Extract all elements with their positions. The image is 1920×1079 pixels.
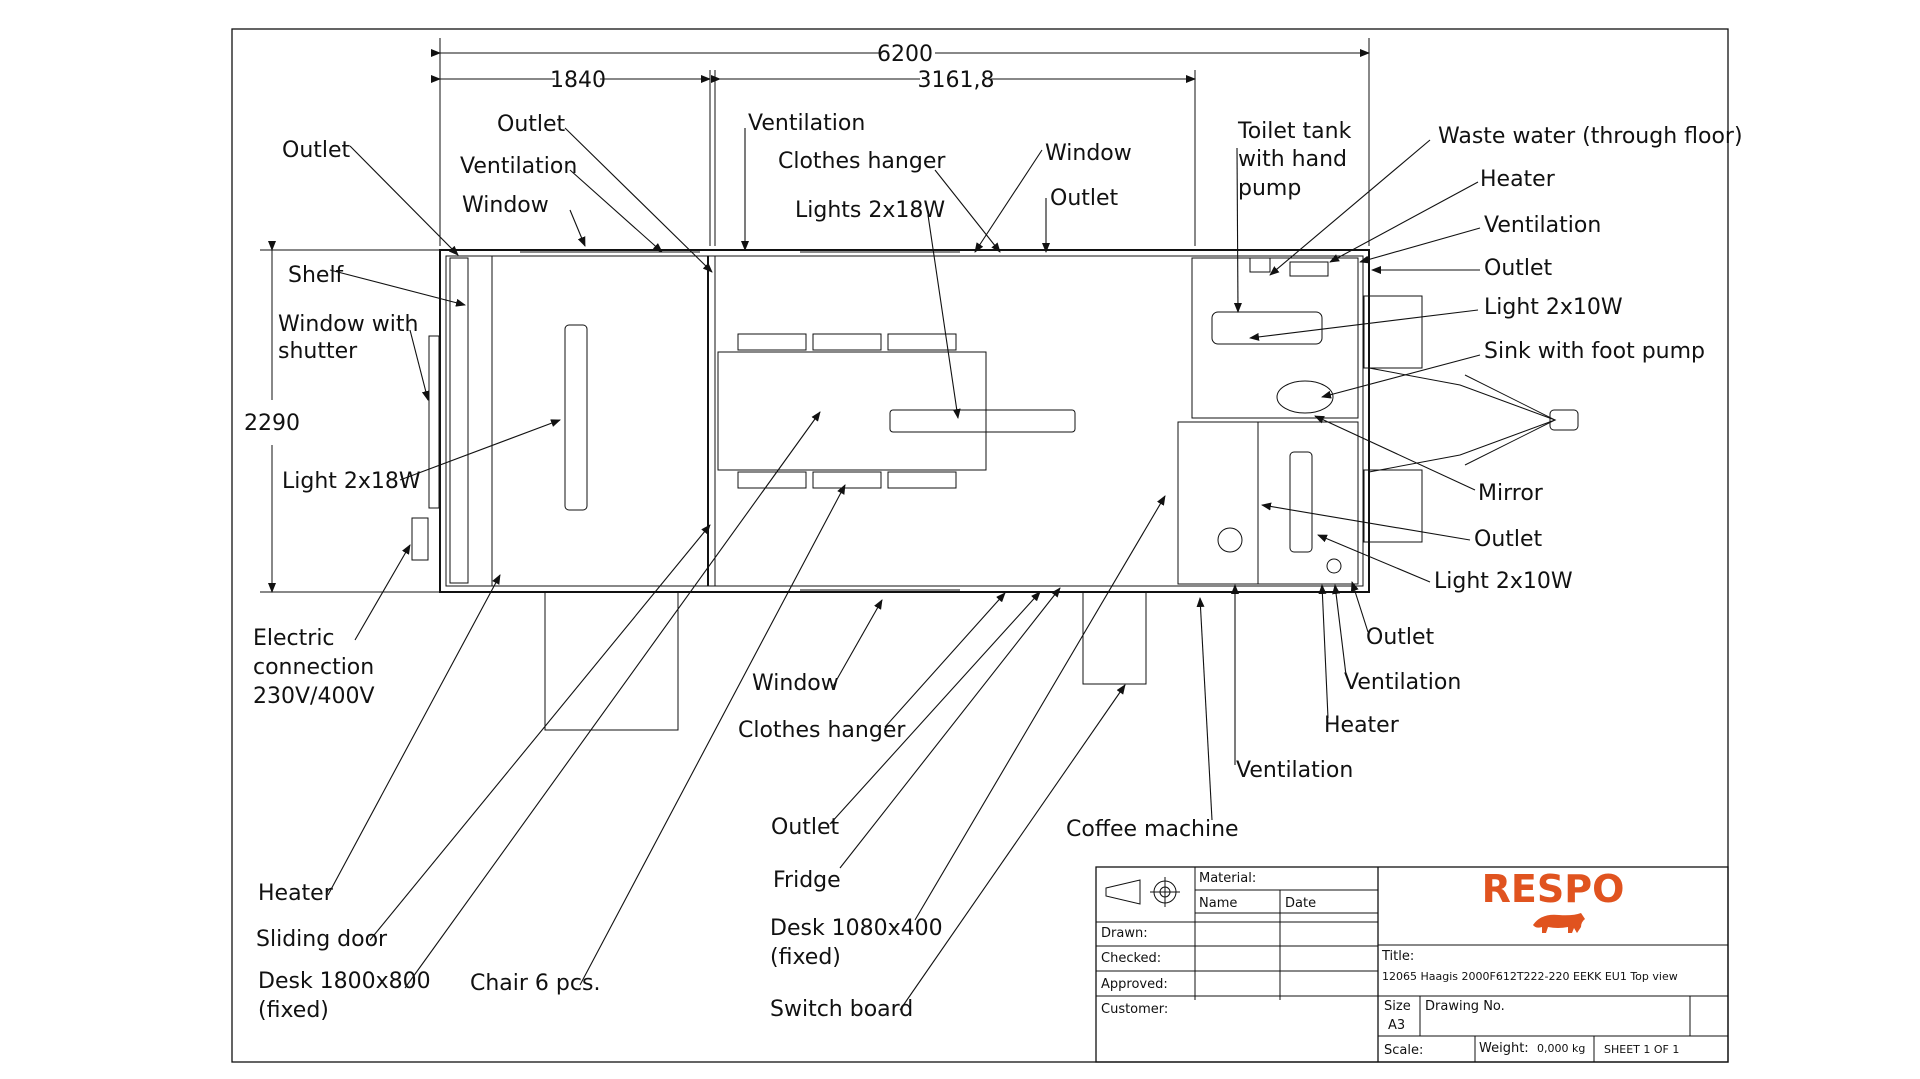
tb-date: Date [1285, 896, 1316, 911]
label-window-top2: Window [1045, 141, 1132, 166]
label-desk-large-1: Desk 1800x800 [258, 969, 431, 994]
label-ventilation-top2: Ventilation [748, 111, 865, 136]
desk-large [717, 351, 987, 471]
label-sink: Sink with foot pump [1484, 339, 1705, 364]
step-bottom-mid [1082, 591, 1147, 685]
label-outlet-top1: Outlet [497, 112, 566, 137]
label-heater-right-bottom: Heater [1324, 713, 1400, 738]
label-window-top1: Window [462, 193, 549, 218]
label-light-left: Light 2x18W [282, 469, 421, 494]
chair [812, 333, 882, 351]
label-electric-2: connection [253, 655, 374, 680]
label-desk-small-2: (fixed) [770, 945, 841, 970]
label-outlet-right-bottom: Outlet [1366, 625, 1435, 650]
label-heater-right-top: Heater [1480, 167, 1556, 192]
chair [812, 471, 882, 489]
dim-middle-section: 3161,8 [918, 68, 995, 93]
light-left [564, 324, 588, 511]
tb-approved: Approved: [1101, 977, 1168, 992]
chair [887, 333, 957, 351]
label-window-bottom: Window [752, 671, 839, 696]
dimension-lines [260, 38, 1370, 593]
chair [737, 471, 807, 489]
chair [737, 333, 807, 351]
label-outlet-bottom: Outlet [771, 815, 840, 840]
label-chair: Chair 6 pcs. [470, 971, 600, 996]
respo-logo: RESPO [1482, 867, 1625, 911]
label-outlet-right-mid: Outlet [1474, 527, 1543, 552]
label-shelf: Shelf [288, 263, 345, 288]
label-toilet-2: with hand [1238, 147, 1347, 172]
label-electric-3: 230V/400V [253, 684, 375, 709]
tb-title-value: 12065 Haagis 2000F612T222-220 EEKK EU1 T… [1382, 970, 1678, 983]
label-ventilation-right-bottom: Ventilation [1344, 670, 1461, 695]
tb-scale: Scale: [1384, 1043, 1423, 1058]
label-lights-2x18: Lights 2x18W [795, 198, 945, 223]
light-right-bottom [1289, 451, 1313, 553]
tb-material: Material: [1199, 871, 1256, 886]
electric-box [411, 517, 429, 561]
waste-water-tank [1289, 261, 1329, 277]
tb-size-value: A3 [1388, 1018, 1405, 1033]
cabinet [1257, 421, 1359, 585]
coffee-machine [1217, 527, 1243, 553]
label-toilet-3: pump [1238, 176, 1301, 201]
tb-checked: Checked: [1101, 951, 1161, 966]
dim-left-section: 1840 [550, 68, 606, 93]
tb-weight-value: 0,000 kg [1537, 1042, 1585, 1055]
dim-overall-length: 6200 [877, 42, 933, 67]
label-window-shutter-2: shutter [278, 339, 358, 364]
tb-drawn: Drawn: [1101, 926, 1148, 941]
tb-customer: Customer: [1101, 1002, 1168, 1017]
leader-lines [327, 127, 1481, 1011]
step-bottom-left [544, 591, 679, 731]
label-light-2x10-bottom: Light 2x10W [1434, 569, 1573, 594]
tb-weight: Weight: [1479, 1041, 1529, 1056]
step-right-top [1363, 295, 1423, 369]
sheet-border [231, 28, 1729, 1063]
label-outlet-top2: Outlet [1050, 186, 1119, 211]
window-shutter [428, 335, 440, 509]
label-ventilation-right-top: Ventilation [1484, 213, 1601, 238]
tow-bar [1368, 367, 1557, 473]
tb-size-label: Size [1384, 999, 1411, 1014]
label-waste-water: Waste water (through floor) [1438, 124, 1743, 149]
desk-small [1177, 421, 1259, 585]
label-ventilation-top1: Ventilation [460, 154, 577, 179]
tb-drawing-no: Drawing No. [1425, 999, 1505, 1014]
shelf [449, 257, 469, 584]
label-fridge: Fridge [773, 868, 841, 893]
label-coffee-machine: Coffee machine [1066, 817, 1239, 842]
toilet [1211, 311, 1323, 345]
label-clothes-hanger-bottom: Clothes hanger [738, 718, 906, 743]
desk-large-extension [889, 409, 1076, 433]
label-desk-small-1: Desk 1080x400 [770, 916, 943, 941]
toilet-room [1191, 257, 1359, 419]
label-heater-bottom: Heater [258, 881, 334, 906]
trailer-outline [411, 249, 1579, 731]
label-switch-board: Switch board [770, 997, 913, 1022]
tb-title-label: Title: [1381, 949, 1414, 964]
chair [887, 471, 957, 489]
tb-name: Name [1199, 896, 1237, 911]
sink [1276, 380, 1334, 414]
step-right-bottom [1363, 469, 1423, 543]
label-outlet-left: Outlet [282, 138, 351, 163]
label-desk-large-2: (fixed) [258, 998, 329, 1023]
label-clothes-hanger-top: Clothes hanger [778, 149, 946, 174]
outlet-round [1326, 558, 1342, 574]
label-outlet-right-top: Outlet [1484, 256, 1553, 281]
label-light-2x10-top: Light 2x10W [1484, 295, 1623, 320]
label-window-shutter-1: Window with [278, 312, 418, 337]
label-mirror: Mirror [1478, 481, 1544, 506]
label-ventilation-bottom: Ventilation [1236, 758, 1353, 783]
tb-sheet: SHEET 1 OF 1 [1604, 1043, 1679, 1056]
title-block [1095, 866, 1729, 1063]
label-sliding-door: Sliding door [256, 927, 388, 952]
rhino-logo-icon [1533, 913, 1585, 933]
label-electric-1: Electric [253, 626, 335, 651]
label-toilet-1: Toilet tank [1237, 119, 1352, 144]
dim-width: 2290 [244, 411, 300, 436]
